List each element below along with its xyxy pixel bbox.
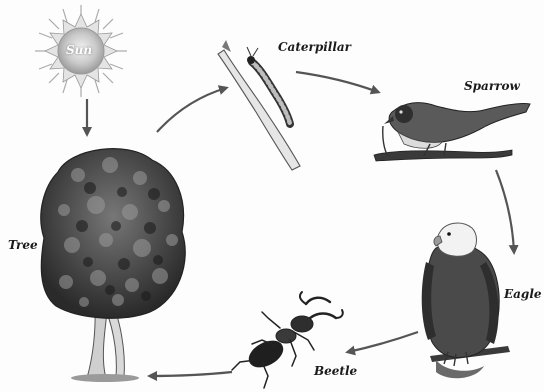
eagle-icon [422,223,510,378]
arrow-beetle-to-tree [150,372,232,376]
arrow-eagle-to-beetle [348,332,418,352]
sun-label: Sun [66,43,92,57]
eagle-label: Eagle [504,287,542,301]
tree-icon [41,149,185,382]
sparrow-label: Sparrow [464,79,520,93]
caterpillar-icon [218,40,300,170]
tree-label: Tree [8,238,38,252]
caterpillar-label: Caterpillar [278,40,351,54]
arrow-caterpillar-to-sparrow [296,72,378,92]
sparrow-icon [374,103,530,161]
arrow-sparrow-to-eagle [496,170,514,252]
beetle-label: Beetle [314,364,357,378]
arrow-tree-to-caterpillar [157,88,226,132]
